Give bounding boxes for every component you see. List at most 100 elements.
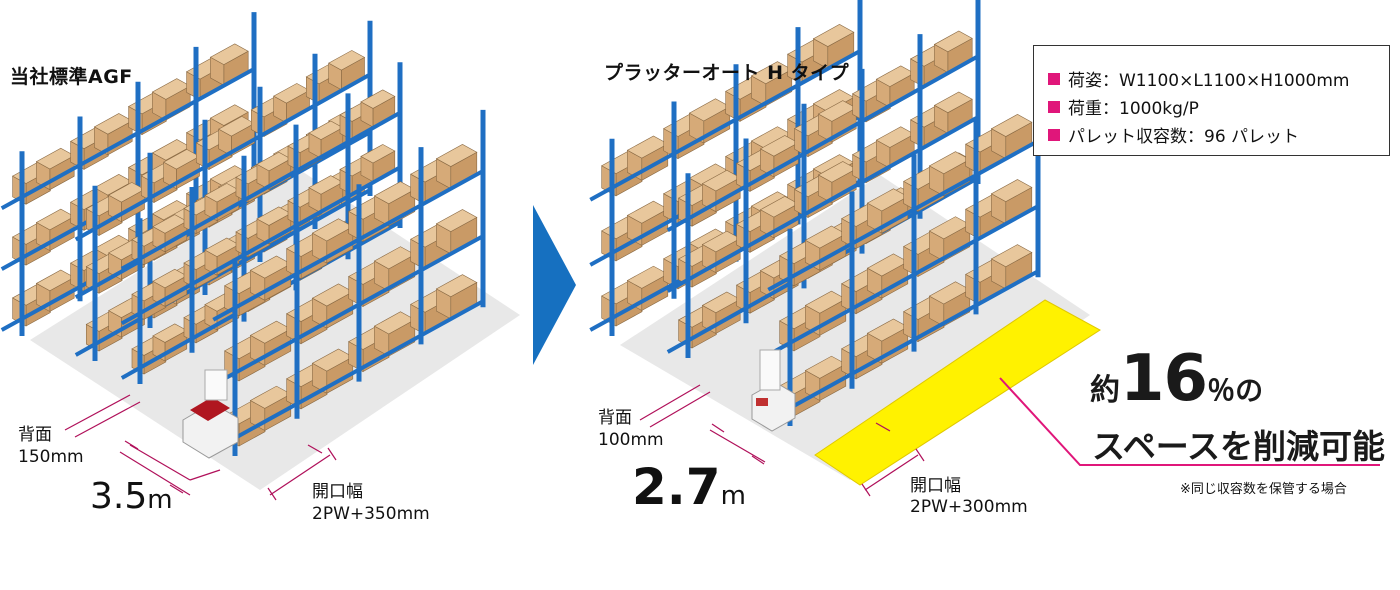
headline-line1: 約16％の — [1090, 342, 1263, 416]
cargo-box-top — [626, 200, 669, 224]
right-title: プラッターオート H タイプ — [604, 62, 850, 84]
cargo-box-top — [249, 385, 292, 409]
rack-beam — [666, 54, 979, 232]
cargo-box-top — [626, 135, 669, 159]
spec-text: 荷重：1000kg/P — [1068, 99, 1199, 119]
spec-text: パレット収容数：96 パレット — [1068, 127, 1300, 147]
cargo-box-top — [152, 268, 188, 289]
cargo-box-top — [311, 283, 354, 307]
cargo-box-top — [875, 65, 915, 87]
cargo-box-top — [626, 265, 669, 289]
cargo-box-top — [933, 91, 973, 114]
cargo-box-top — [152, 323, 188, 343]
cargo-box-top — [152, 214, 188, 234]
cargo-box-top — [256, 151, 292, 172]
rack-beam — [120, 111, 401, 271]
rack-beam — [767, 269, 1039, 422]
cargo-box-top — [256, 206, 292, 226]
cargo-box-top — [435, 274, 478, 298]
cargo-box-top — [373, 311, 416, 335]
rack-beam — [74, 72, 371, 242]
cargo-box-top — [328, 50, 366, 71]
cargo-box-top — [163, 149, 201, 170]
left-rack-rows — [0, 12, 486, 456]
right-dimension-lines — [639, 384, 925, 497]
left-width-unit: m — [147, 485, 173, 515]
right-width-dimension: 2.7m — [632, 458, 746, 516]
cargo-box-top — [928, 216, 971, 240]
cargo-box-top — [35, 147, 75, 170]
rack-beam — [212, 234, 484, 387]
cargo-box-top — [990, 244, 1033, 268]
cargo-box-top — [273, 83, 311, 104]
right-opening-label: 開口幅 — [910, 476, 961, 496]
spec-marker-icon — [1048, 72, 1060, 85]
right-rack-rows — [589, 0, 1041, 426]
cargo-box-top — [817, 100, 857, 122]
cargo-box-top — [804, 290, 847, 314]
cargo-box-top — [93, 113, 133, 135]
left-agf-vehicle — [182, 369, 239, 459]
spec-row: 荷姿：W1100×L1100×H1000mm — [1048, 66, 1349, 91]
cargo-box-top — [759, 135, 799, 157]
cargo-box-top — [875, 126, 915, 148]
cargo-box-top — [990, 114, 1033, 137]
headline-note: ※同じ収容数を保管する場合 — [1180, 482, 1347, 497]
rack-beam — [589, 49, 861, 202]
cargo-box-top — [373, 181, 416, 205]
rack-beam — [212, 299, 484, 452]
left-width-value: 3.5 — [90, 476, 148, 517]
rack-beam — [767, 139, 1039, 292]
cargo-box-top — [360, 89, 396, 109]
headline-line2: スペースを削減可能 — [1092, 427, 1386, 466]
headline-leader-line — [999, 377, 1380, 466]
right-width-unit: m — [720, 481, 746, 511]
spec-text: 荷姿：W1100×L1100×H1000mm — [1068, 71, 1350, 91]
left-back-value: 150mm — [18, 447, 84, 467]
cargo-box-top — [804, 225, 847, 249]
cargo-box-top — [308, 175, 344, 195]
rack-beam — [767, 204, 1039, 357]
cargo-box-top — [218, 116, 256, 137]
cargo-box-top — [249, 255, 292, 279]
left-opening-label: 開口幅 — [312, 482, 363, 502]
spec-box: 荷姿：W1100×L1100×H1000mm 荷重：1000kg/P パレット収… — [1033, 45, 1390, 156]
headline-number: 16 — [1120, 342, 1208, 416]
right-opening-value: 2PW+300mm — [910, 497, 1028, 517]
cargo-box-top — [311, 218, 354, 242]
cargo-box-top — [759, 195, 799, 218]
cargo-box-top — [701, 230, 741, 253]
cargo-box-top — [311, 348, 354, 372]
spec-marker-icon — [1048, 100, 1060, 113]
cargo-box-top — [817, 161, 857, 183]
cargo-box-top — [209, 43, 249, 65]
cargo-box-top — [93, 173, 133, 196]
cargo-box-top — [866, 318, 909, 342]
freed-space-area — [814, 299, 1101, 486]
cargo-box-top — [435, 209, 478, 233]
right-back-label: 背面 — [598, 408, 632, 428]
headline-prefix: 約 — [1090, 373, 1120, 408]
rack-beam — [666, 115, 979, 293]
cargo-box-top — [928, 281, 971, 305]
left-title: 当社標準AGF — [10, 66, 133, 88]
left-back-label: 背面 — [18, 425, 52, 445]
spec-marker-icon — [1048, 128, 1060, 141]
rack-beam — [74, 188, 371, 357]
cargo-box-top — [933, 30, 973, 53]
cargo-box-top — [35, 208, 75, 231]
cargo-box-top — [209, 104, 249, 126]
cargo-box-top — [435, 144, 478, 167]
cargo-box-top — [866, 188, 909, 212]
cargo-box-top — [866, 253, 909, 277]
left-dimension-lines — [64, 394, 337, 501]
cargo-box-top — [688, 98, 731, 122]
cargo-box-top — [204, 237, 240, 257]
cargo-box-top — [249, 320, 292, 344]
left-width-dimension: 3.5m — [90, 476, 173, 517]
cargo-box-top — [990, 179, 1033, 203]
right-floor — [620, 175, 1090, 480]
cargo-box-top — [812, 24, 855, 47]
cargo-box-top — [35, 269, 75, 292]
